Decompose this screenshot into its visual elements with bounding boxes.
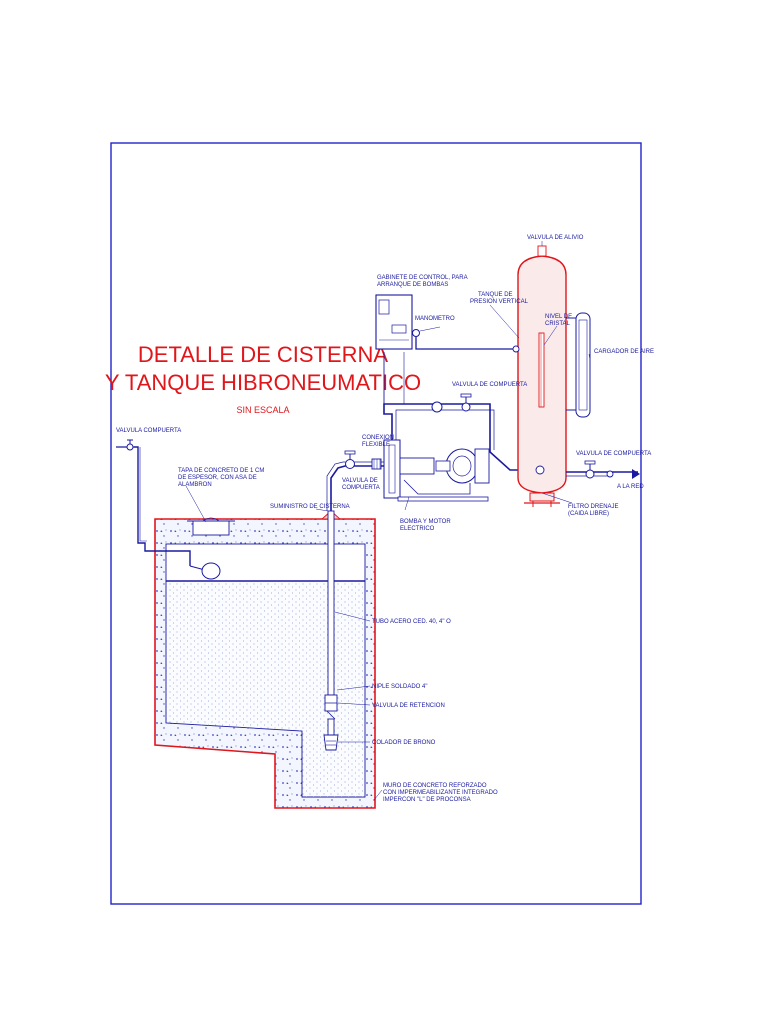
label-filtro-2: (CAIDA LIBRE) <box>568 511 609 517</box>
discharge-gate-valve-icon <box>461 402 471 412</box>
label-valvula-mid-1: VALVULA DE <box>342 478 378 484</box>
inlet-gate-valve-icon <box>126 443 134 451</box>
label-gabinete-1: GABINETE DE CONTROL, PARA <box>377 275 468 281</box>
label-valvula-alivio: VALVULA DE ALIVIO <box>527 235 584 241</box>
outlet-gate-valve-icon <box>585 469 595 479</box>
label-niple: NIPLE SOLDADO 4" <box>372 684 427 690</box>
foot-strainer-icon <box>323 734 339 751</box>
label-conexion-1: CONEXION <box>362 435 394 441</box>
label-tapa-1: TAPA DE CONCRETO DE 1 CM <box>178 468 264 474</box>
manometer-icon <box>412 329 420 337</box>
outlet-line <box>566 460 640 479</box>
cistern <box>154 510 376 809</box>
label-tanque-2: PRESION VERTICAL <box>470 299 529 305</box>
label-tapa-2: DE ESPESOR, CON ASA DE <box>178 475 257 481</box>
suction-gate-valve-icon <box>345 459 355 469</box>
label-nivel-1: NIVEL DE <box>545 314 572 320</box>
label-conexion-2: FLEXIBLE <box>362 442 390 448</box>
label-filtro-1: FILTRO DRENAJE <box>568 504 619 510</box>
suction-line <box>326 450 400 511</box>
air-charger-body <box>575 312 591 418</box>
sight-glass <box>538 332 545 408</box>
label-manometro: MANOMETRO <box>415 316 455 322</box>
label-bomba-2: ELECTRICO <box>400 526 435 532</box>
label-cargador-aire: CARGADOR DE AIRE <box>594 349 654 355</box>
outlet-arrow-icon <box>632 469 640 479</box>
pressure-tank <box>512 245 573 507</box>
air-charger <box>566 312 591 418</box>
label-tanque-1: TANQUE DE <box>478 292 513 298</box>
discharge-line <box>383 352 520 471</box>
label-suministro: SUMINISTRO DE CISTERNA <box>270 504 350 510</box>
label-muro-3: IMPERCON "L" DE PROCONSA <box>383 797 471 803</box>
check-valve-top-icon <box>431 401 443 413</box>
manometer <box>412 326 515 350</box>
pump-volute-icon <box>445 448 479 484</box>
label-valvula-mid-2: COMPUERTA <box>342 485 380 491</box>
label-colador: COLADOR DE BRONO <box>372 740 436 746</box>
label-valvula-compuerta-right: VALVULA DE COMPUERTA <box>576 451 651 457</box>
float-ball-icon <box>201 562 221 580</box>
label-muro-1: MURO DE CONCRETO REFORZADO <box>383 783 487 789</box>
control-cabinet <box>375 294 413 350</box>
label-valvula-compuerta-left: VALVULA COMPUERTA <box>116 428 181 434</box>
pump-motor <box>383 439 490 502</box>
inlet-supply-line <box>116 439 221 580</box>
drawing-frame <box>110 142 642 905</box>
label-muro-2: CON IMPERMEABILIZANTE INTEGRADO <box>383 790 498 796</box>
subtitle: SIN ESCALA <box>236 405 289 415</box>
cistern-air-gap <box>165 543 366 582</box>
title-line-2: Y TANQUE HIBRONEUMATICO <box>105 370 421 395</box>
title-line-1: DETALLE DE CISTERNA <box>138 342 389 367</box>
label-valvula-retencion: VALVULA DE RETENCION <box>372 703 445 709</box>
relief-valve-icon <box>537 245 547 257</box>
label-a-la-red: A LA RED <box>617 484 644 490</box>
label-tapa-3: ALAMBRON <box>178 482 212 488</box>
label-nivel-2: CRISTAL <box>545 321 571 327</box>
cistern-cover <box>192 520 230 536</box>
leader-lines <box>185 241 591 801</box>
flexible-connection-icon <box>371 458 382 470</box>
label-bomba-1: BOMBA Y MOTOR <box>400 519 451 525</box>
label-gabinete-2: ARRANQUE DE BOMBAS <box>377 282 448 288</box>
label-valvula-compuerta-top: VALVULA DE COMPUERTA <box>452 382 527 388</box>
label-tubo-acero: TUBO ACERO CED. 40, 4" O <box>372 619 451 625</box>
